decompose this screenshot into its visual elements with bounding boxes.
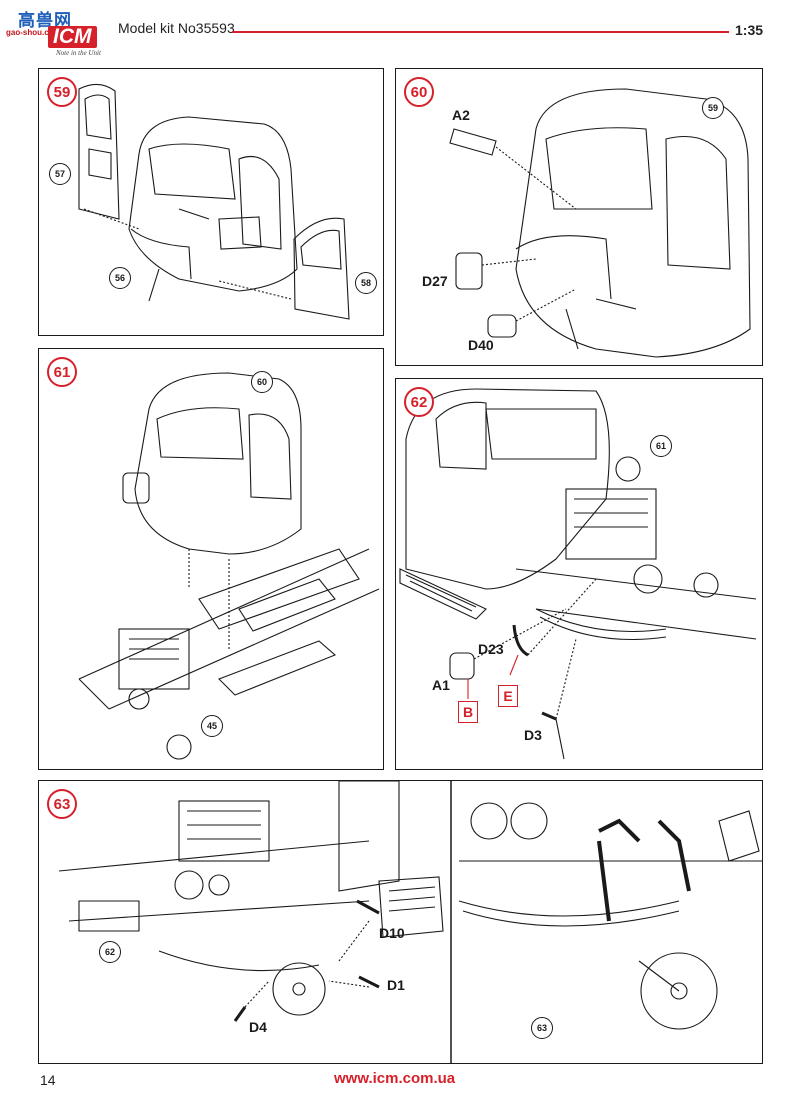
website-link[interactable]: www.icm.com.ua [334,1070,456,1087]
paint-code-b: B [458,701,478,723]
ref-step-57: 57 [49,163,71,185]
ref-step-58: 58 [355,272,377,294]
step-62-panel: 62 61 D23 A1 D3 B E [395,378,763,770]
ref-step-62: 62 [99,941,121,963]
step-63-panel: 63 62 63 D10 D1 D4 [38,780,763,1064]
logo-domain-text: gao-shou.com [6,28,61,37]
part-label-d27: D27 [422,273,448,289]
page-header: 高兽网 gao-shou.com ICM Note in the Unit Mo… [0,0,800,60]
logo-icm-mark: ICM [48,26,97,48]
part-label-d4: D4 [249,1019,267,1035]
kit-scale: 1:35 [735,22,764,38]
step-59-drawing [78,83,350,320]
step-61-panel: 61 60 45 [38,348,384,770]
step-62-drawing [399,388,757,760]
step-60-panel: 60 59 A2 D27 D40 [395,68,763,366]
part-label-a2: A2 [452,107,470,123]
part-label-d1: D1 [387,977,405,993]
brand-logo: 高兽网 gao-shou.com ICM Note in the Unit [4,4,104,57]
ref-step-45: 45 [201,715,223,737]
step-number-badge: 59 [47,77,77,107]
step-61-drawing [78,372,380,760]
logo-tagline: Note in the Unit [56,49,101,57]
step-60-drawing [449,88,751,358]
ref-step-59: 59 [702,97,724,119]
step-number-badge: 61 [47,357,77,387]
step-number-badge: 63 [47,789,77,819]
page-number: 14 [40,1072,56,1088]
kit-title: Model kit No35593 [118,20,235,36]
part-label-d10: D10 [379,925,405,941]
paint-code-e: E [498,685,518,707]
part-label-a1: A1 [432,677,450,693]
step-number-badge: 62 [404,387,434,417]
part-label-d40: D40 [468,337,494,353]
step-63-drawing [58,781,762,1063]
ref-step-63: 63 [531,1017,553,1039]
part-label-d3: D3 [524,727,542,743]
step-59-panel: 59 57 56 58 [38,68,384,336]
ref-step-60: 60 [251,371,273,393]
header-divider [232,31,729,33]
part-label-d23: D23 [478,641,504,657]
ref-step-56: 56 [109,267,131,289]
step-number-badge: 60 [404,77,434,107]
ref-step-61: 61 [650,435,672,457]
